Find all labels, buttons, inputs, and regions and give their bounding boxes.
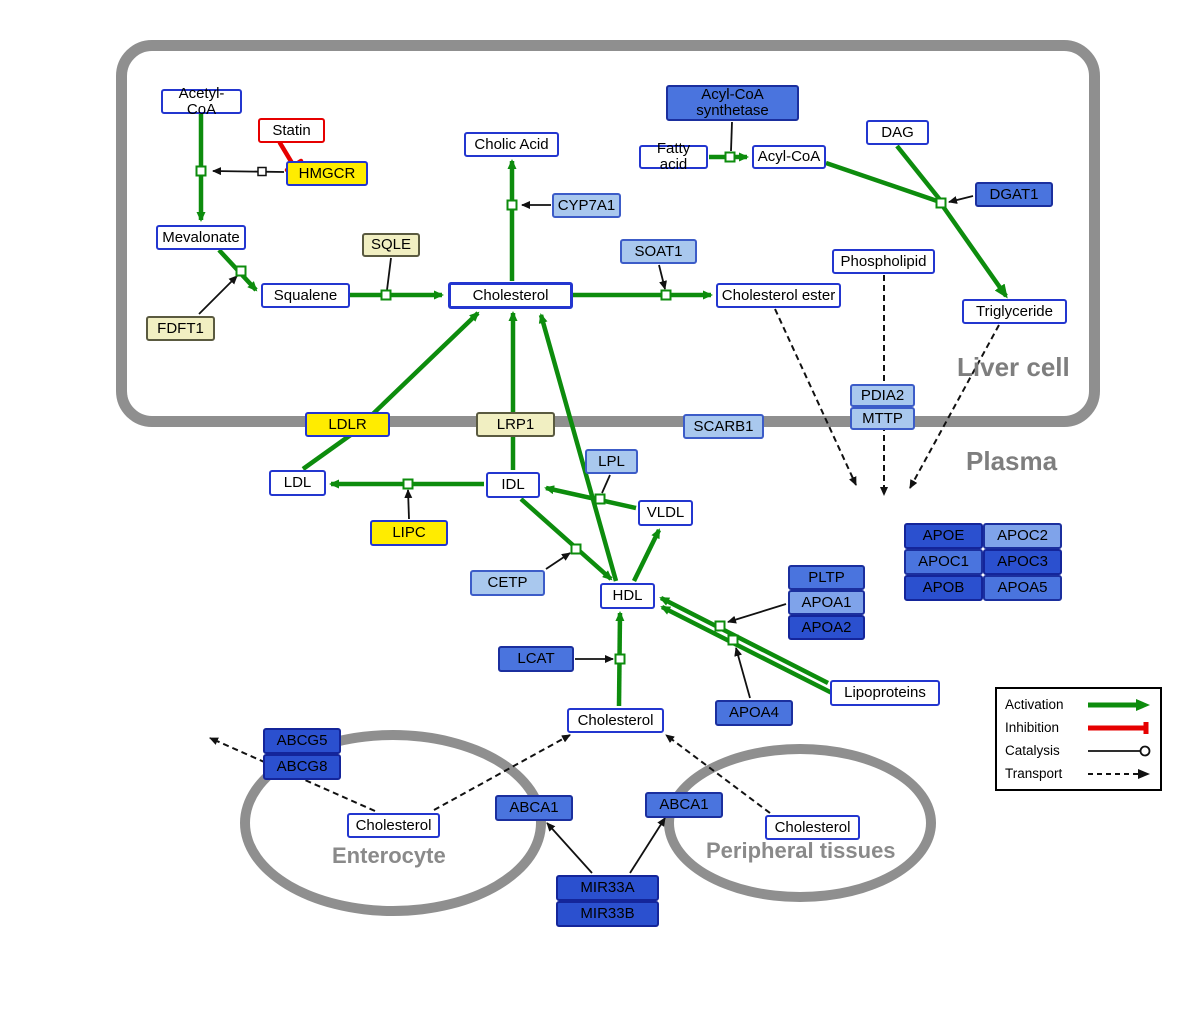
catalysis-circle-icon <box>1088 745 1151 756</box>
peripheral-tissues-label: Peripheral tissues <box>706 838 896 863</box>
node-pdia2[interactable]: PDIA2 <box>850 384 915 407</box>
node-abca1-left[interactable]: ABCA1 <box>495 795 573 821</box>
node-apoc2[interactable]: APOC2 <box>983 523 1062 549</box>
node-cholesterol-peripheral[interactable]: Cholesterol <box>765 815 860 840</box>
node-fatty-acid[interactable]: Fatty acid <box>639 141 708 172</box>
legend-catalysis-label: Catalysis <box>1005 743 1060 758</box>
node-cholesterol-ester[interactable]: Cholesterol ester <box>716 283 841 308</box>
node-apoa2[interactable]: APOA2 <box>788 615 865 640</box>
node-abcg8[interactable]: ABCG8 <box>263 754 341 780</box>
node-apoe[interactable]: APOE <box>904 523 983 549</box>
legend-activation-label: Activation <box>1005 697 1064 712</box>
node-apoc1[interactable]: APOC1 <box>904 549 983 575</box>
node-triglyceride[interactable]: Triglyceride <box>962 299 1067 324</box>
node-abcg5[interactable]: ABCG5 <box>263 728 341 754</box>
node-apoa4[interactable]: APOA4 <box>715 700 793 726</box>
plasma-label: Plasma <box>966 446 1058 476</box>
node-mir33b[interactable]: MIR33B <box>556 901 659 927</box>
inhibition-tbar-icon <box>1088 721 1149 734</box>
enterocyte-membrane <box>240 730 546 916</box>
node-acyl-coa-synthetase[interactable]: Acyl-CoA synthetase <box>666 85 799 121</box>
node-cholesterol-liver[interactable]: Cholesterol <box>448 282 573 309</box>
node-dgat1[interactable]: DGAT1 <box>975 182 1053 207</box>
legend-transport: Transport <box>1005 766 1152 781</box>
node-sqle[interactable]: SQLE <box>362 233 420 257</box>
node-lrp1[interactable]: LRP1 <box>476 412 555 437</box>
legend-box: Activation Inhibition Catalysis Transpor… <box>995 687 1162 791</box>
node-lipoproteins[interactable]: Lipoproteins <box>830 680 940 706</box>
enterocyte-label: Enterocyte <box>332 843 446 868</box>
legend-activation: Activation <box>1005 697 1152 712</box>
node-apoc3[interactable]: APOC3 <box>983 549 1062 575</box>
node-lipc[interactable]: LIPC <box>370 520 448 546</box>
node-statin[interactable]: Statin <box>258 118 325 143</box>
node-mevalonate[interactable]: Mevalonate <box>156 225 246 250</box>
node-idl[interactable]: IDL <box>486 472 540 498</box>
node-phospholipid[interactable]: Phospholipid <box>832 249 935 274</box>
node-scarb1[interactable]: SCARB1 <box>683 414 764 439</box>
node-dag[interactable]: DAG <box>866 120 929 145</box>
node-cetp[interactable]: CETP <box>470 570 545 596</box>
node-soat1[interactable]: SOAT1 <box>620 239 697 264</box>
legend-inhibition-label: Inhibition <box>1005 720 1060 735</box>
node-ldl[interactable]: LDL <box>269 470 326 496</box>
node-hdl[interactable]: HDL <box>600 583 655 609</box>
peripheral-tissue-membrane <box>664 744 936 902</box>
node-mttp[interactable]: MTTP <box>850 407 915 430</box>
activation-arrow-icon <box>1088 698 1150 711</box>
node-ldlr[interactable]: LDLR <box>305 412 390 437</box>
node-acetyl-coa[interactable]: Acetyl-CoA <box>161 85 242 117</box>
node-lcat[interactable]: LCAT <box>498 646 574 672</box>
node-apoa5[interactable]: APOA5 <box>983 575 1062 601</box>
legend-inhibition: Inhibition <box>1005 720 1152 735</box>
liver-cell-label: Liver cell <box>957 352 1070 382</box>
node-cholesterol-enterocyte[interactable]: Cholesterol <box>347 813 440 838</box>
legend-catalysis: Catalysis <box>1005 743 1152 758</box>
node-lpl[interactable]: LPL <box>585 449 638 474</box>
node-squalene[interactable]: Squalene <box>261 283 350 308</box>
node-cyp7a1[interactable]: CYP7A1 <box>552 193 621 218</box>
node-fdft1[interactable]: FDFT1 <box>146 316 215 341</box>
legend-transport-label: Transport <box>1005 766 1063 781</box>
node-cholic-acid[interactable]: Cholic Acid <box>464 132 559 157</box>
node-abca1-right[interactable]: ABCA1 <box>645 792 723 818</box>
node-apob[interactable]: APOB <box>904 575 983 601</box>
node-apoa1[interactable]: APOA1 <box>788 590 865 615</box>
node-acyl-coa[interactable]: Acyl-CoA <box>752 145 826 169</box>
node-cholesterol-plasma[interactable]: Cholesterol <box>567 708 664 733</box>
liver-cell-membrane <box>116 40 1100 427</box>
node-pltp[interactable]: PLTP <box>788 565 865 590</box>
node-mir33a[interactable]: MIR33A <box>556 875 659 901</box>
node-vldl[interactable]: VLDL <box>638 500 693 526</box>
transport-dashed-arrow-icon <box>1088 768 1150 779</box>
node-hmgcr[interactable]: HMGCR <box>286 161 368 186</box>
